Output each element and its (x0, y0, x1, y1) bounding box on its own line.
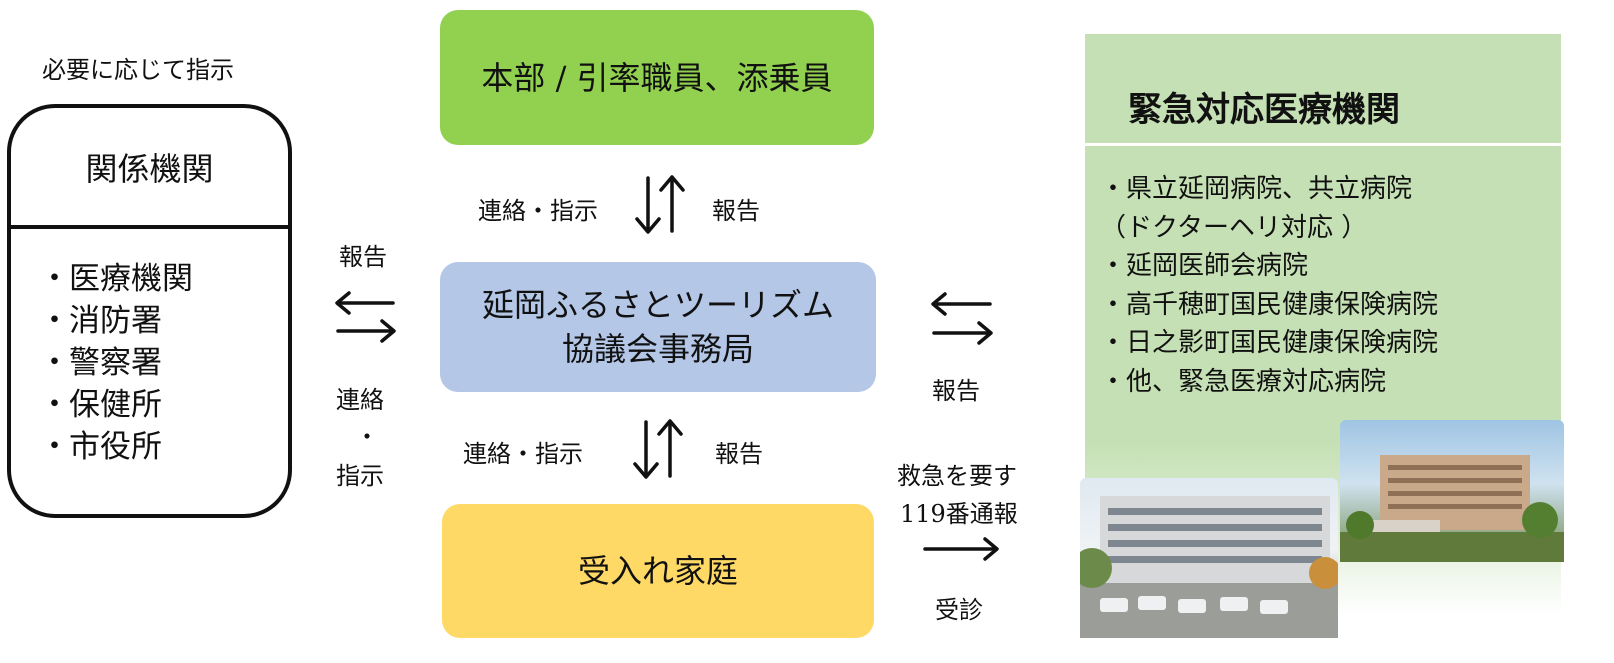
hq-down-arrow (635, 176, 661, 234)
agency-item: 市役所 (69, 426, 193, 468)
agency-item: 医療機関 (69, 258, 193, 300)
agency-item: 消防署 (69, 300, 193, 342)
host-report-label: 報告 (715, 440, 763, 468)
hq-contact-label: 連絡・指示 (478, 197, 598, 225)
host-up-arrow (657, 419, 683, 478)
left-contact-separator: ・ (355, 423, 379, 451)
hospital-item: ・他、緊急医療対応病院 (1100, 366, 1387, 397)
related-agencies-box: 関係機関 医療機関 消防署 警察署 保健所 市役所 (7, 104, 292, 518)
host-down-arrow (633, 420, 659, 479)
emergency-call-label: 救急を要す (897, 462, 1017, 490)
hq-label: 本部 / 引率職員、添乗員 (481, 58, 833, 97)
consultation-label: 受診 (935, 596, 983, 624)
secretariat-line2: 協議会事務局 (561, 330, 754, 368)
agency-item: 保健所 (69, 384, 193, 426)
left-arrow-to-agencies (335, 291, 395, 315)
host-family-label: 受入れ家庭 (577, 552, 738, 590)
right-report-label: 報告 (932, 377, 980, 405)
left-arrow-to-secretariat (336, 319, 396, 343)
hospital-photo-left (1072, 478, 1341, 638)
hospital-item: ・日之影町国民健康保険病院 (1100, 328, 1439, 358)
instruction-note: 必要に応じて指示 (42, 56, 234, 84)
hospital-photo-right (1340, 420, 1564, 562)
hq-up-arrow (659, 175, 685, 233)
left-contact-label: 連絡 (336, 386, 384, 414)
right-arrow-to-hospitals (932, 321, 993, 345)
host-to-hospital-arrow (923, 537, 999, 561)
emergency-title: 緊急対応医療機関 (1128, 90, 1400, 130)
agency-item: 警察署 (69, 342, 193, 384)
left-report-label: 報告 (339, 243, 387, 271)
emergency-hospital-list: ・県立延岡病院、共立病院 （ドクターヘリ対応 ） ・延岡医師会病院 ・高千穂町国… (1100, 170, 1438, 401)
left-instruction-label: 指示 (336, 462, 384, 490)
hospital-item: ・県立延岡病院、共立病院 (1100, 174, 1413, 204)
secretariat-box: 延岡ふるさとツーリズム 協議会事務局 (440, 262, 876, 392)
emergency-number-label: 119番通報 (900, 500, 1018, 528)
related-agencies-list: 医療機関 消防署 警察署 保健所 市役所 (69, 258, 193, 468)
host-contact-label: 連絡・指示 (463, 440, 583, 468)
hq-report-label: 報告 (712, 197, 760, 225)
hq-box: 本部 / 引率職員、添乗員 (440, 10, 874, 145)
right-arrow-to-secretariat (931, 292, 992, 316)
emergency-divider (1085, 143, 1561, 146)
hospital-note: （ドクターヘリ対応 ） (1100, 212, 1368, 243)
related-agencies-title: 関係機関 (11, 108, 288, 229)
hospital-item: ・延岡医師会病院 (1100, 251, 1309, 281)
hospital-item: ・高千穂町国民健康保険病院 (1100, 289, 1439, 320)
host-family-box: 受入れ家庭 (442, 504, 874, 638)
secretariat-line1: 延岡ふるさとツーリズム (481, 286, 834, 324)
